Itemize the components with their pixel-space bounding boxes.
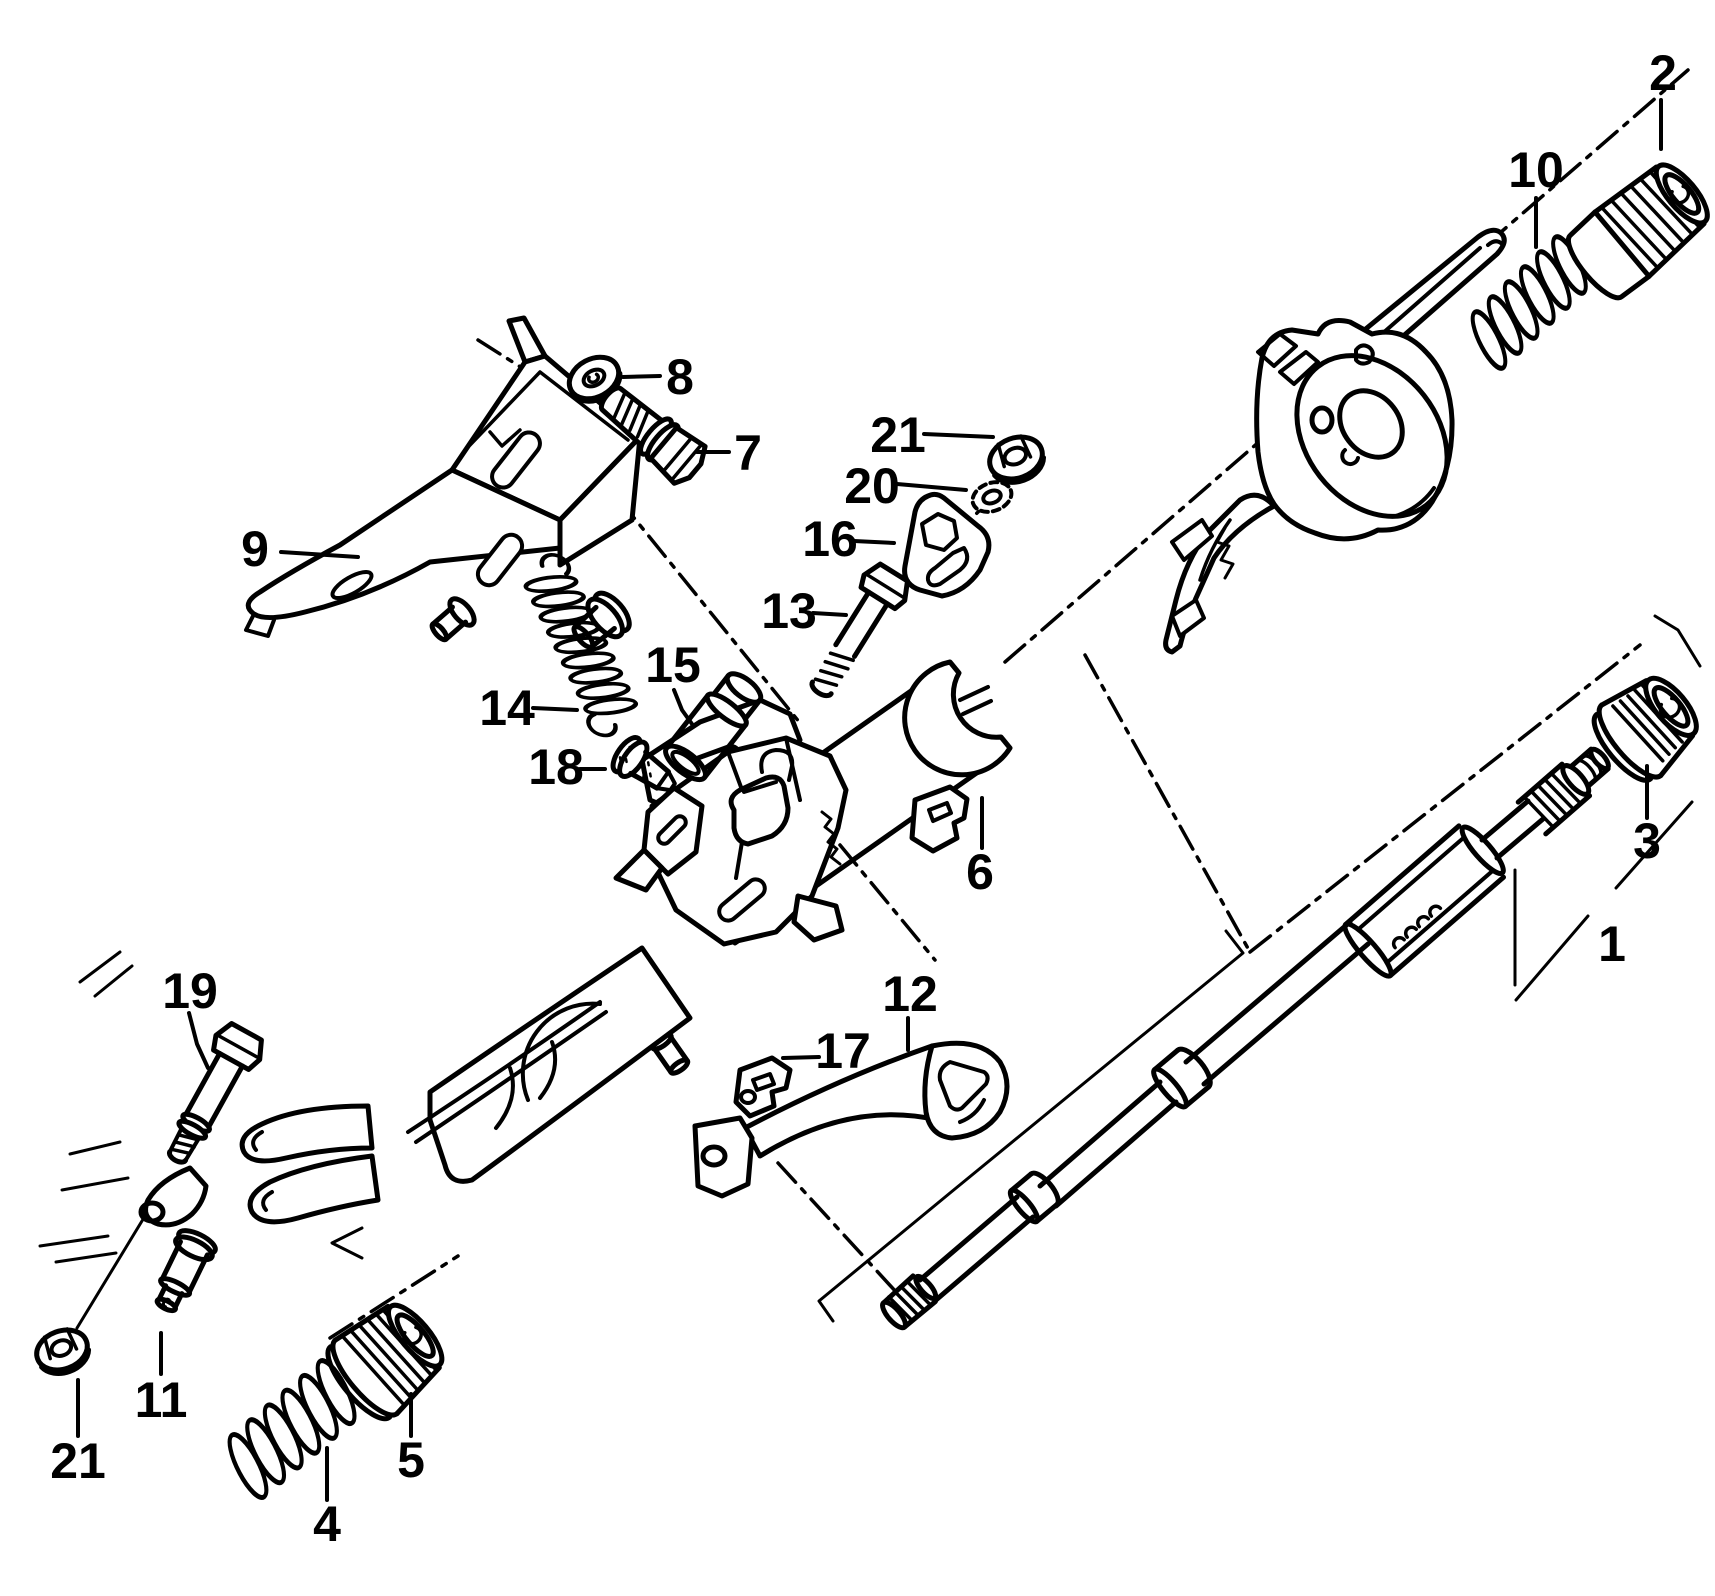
part-label-p16: 16 [802, 511, 858, 567]
part7-bolt [598, 385, 708, 486]
part21-nut-upper [987, 434, 1047, 485]
part1-steering-shaft [880, 746, 1611, 1331]
part-label-p10: 10 [1508, 142, 1564, 198]
part2-splined-shaft-end [1565, 162, 1710, 301]
part-label-p20: 20 [844, 458, 900, 514]
part-label-p19: 19 [162, 963, 218, 1019]
part-label-p4: 4 [313, 1496, 341, 1552]
part12-support-arm [692, 1040, 1010, 1199]
part-label-p17: 17 [815, 1023, 871, 1079]
part5-bearing-bush [325, 1302, 445, 1422]
part6-clip [909, 784, 970, 854]
part-label-p21b: 21 [50, 1433, 106, 1489]
leader-line-p21a [922, 432, 995, 439]
part19-bolt [166, 1021, 264, 1165]
part18-screw [610, 735, 677, 793]
steering-lock-housing [1163, 227, 1507, 655]
part-label-p9: 9 [241, 521, 269, 577]
part-label-p6: 6 [966, 844, 994, 900]
part-label-p15: 15 [645, 637, 701, 693]
part-label-p12: 12 [882, 966, 938, 1022]
part-label-p14: 14 [479, 680, 535, 736]
part21-nut-lower [34, 1327, 92, 1376]
lower-column-fork [38, 945, 693, 1264]
part13-bolt [809, 561, 910, 699]
part-label-p11: 11 [135, 1372, 188, 1428]
part-label-p21a: 21 [870, 407, 926, 463]
part11-bushing-bolt [154, 1228, 218, 1314]
leader-line-p20 [895, 482, 968, 492]
part14-spring [523, 553, 639, 738]
leader-line-p19 [187, 1011, 210, 1070]
leader-line-p16 [852, 539, 896, 545]
part-label-p8: 8 [666, 349, 694, 405]
leader-line-p17 [781, 1055, 821, 1060]
callout-brace-part1 [817, 800, 1694, 1323]
leader-line-p14 [531, 706, 579, 712]
leader-line-p13 [811, 611, 848, 617]
part-label-p13: 13 [761, 583, 817, 639]
part-label-p5: 5 [397, 1432, 425, 1488]
part-label-p2: 2 [1649, 45, 1677, 101]
part-label-p7: 7 [734, 425, 762, 481]
leader-line-p9 [279, 550, 360, 559]
part-label-p3: 3 [1633, 813, 1661, 869]
leader-line-p8 [621, 374, 662, 379]
part16-eye-bracket [902, 491, 992, 599]
part-label-p1: 1 [1598, 916, 1626, 972]
corner-marks [75, 614, 1702, 1330]
part9-mounting-bracket [244, 315, 643, 650]
leader-line-p15 [672, 688, 694, 726]
part17-clip [733, 1055, 793, 1119]
part15-spacer-sleeve [663, 671, 764, 783]
part20-toothed-washer [970, 480, 1014, 514]
part4-spring [227, 1358, 357, 1500]
part10-spring [1470, 234, 1588, 371]
part-label-p18: 18 [528, 739, 584, 795]
part3-splined-bush [1591, 675, 1699, 783]
